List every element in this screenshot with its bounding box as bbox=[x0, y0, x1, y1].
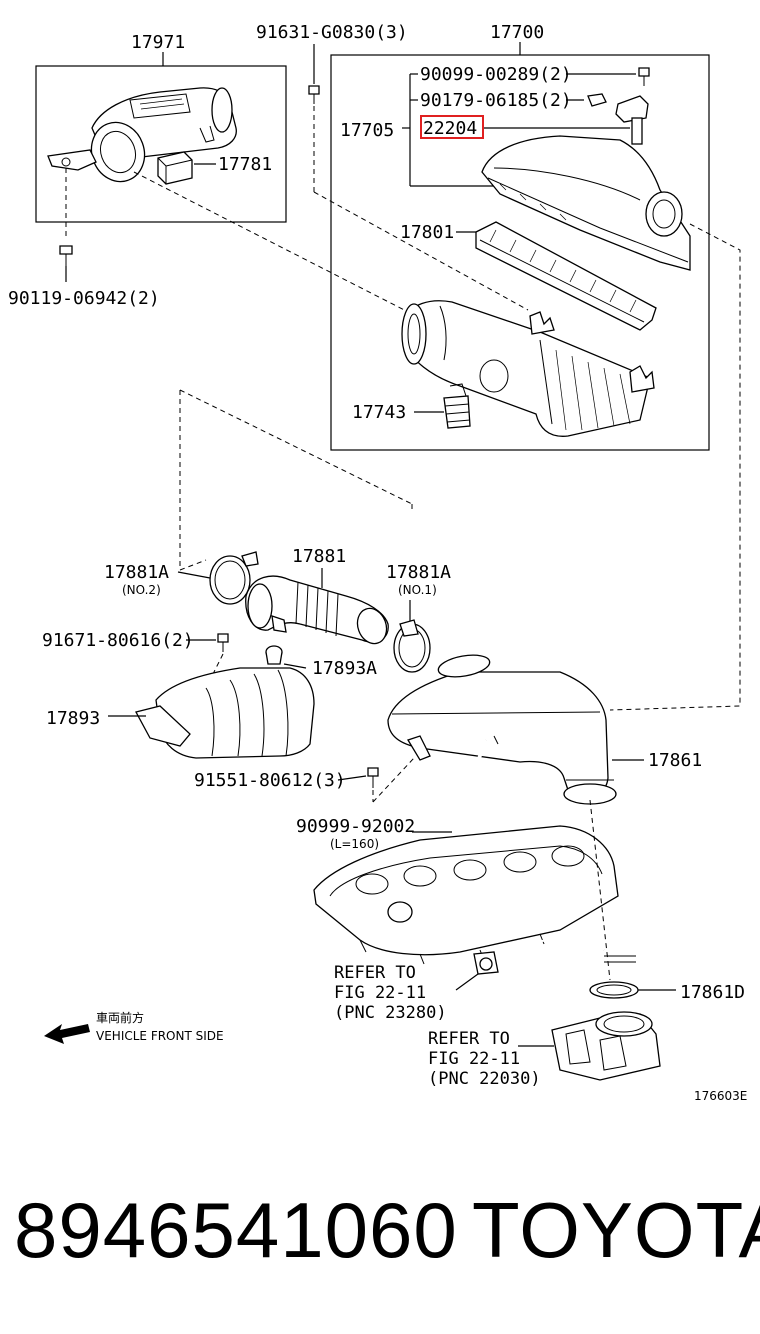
label-17801[interactable]: 17801 bbox=[400, 222, 454, 243]
label-17881[interactable]: 17881 bbox=[292, 546, 346, 567]
ventilation-hose-90999[interactable] bbox=[450, 739, 488, 851]
screw-90099-00289[interactable] bbox=[638, 67, 650, 86]
ref1-line2[interactable]: FIG 22-11 bbox=[334, 983, 426, 1003]
label-90099-00289[interactable]: 90099-00289(2) bbox=[420, 64, 572, 85]
air-cleaner-case[interactable] bbox=[401, 300, 655, 437]
label-17881A-no1[interactable]: 17881A bbox=[386, 562, 451, 583]
label-17893[interactable]: 17893 bbox=[46, 708, 100, 729]
label-17881A-no2-sub: (NO.2) bbox=[122, 583, 161, 597]
drain-hose-17743[interactable] bbox=[443, 383, 471, 429]
diagram-id: 176603E bbox=[694, 1089, 747, 1103]
air-cleaner-cap[interactable] bbox=[481, 135, 691, 271]
label-90999[interactable]: 90999-92002 bbox=[296, 816, 415, 837]
ref2-line3[interactable]: (PNC 22030) bbox=[428, 1069, 541, 1089]
air-inlet-duct-17971[interactable] bbox=[47, 87, 237, 189]
hose-clamp-17881A-no1[interactable] bbox=[393, 619, 431, 673]
vehicle-front-arrow-icon bbox=[44, 1024, 90, 1044]
resonator-17893[interactable] bbox=[135, 667, 315, 759]
ref2-line2[interactable]: FIG 22-11 bbox=[428, 1049, 520, 1069]
highlight-22204 bbox=[420, 115, 484, 139]
front-label-en: VEHICLE FRONT SIDE bbox=[96, 1029, 224, 1043]
label-91631[interactable]: 91631-G0830(3) bbox=[256, 22, 408, 43]
part-number: 8946541060 bbox=[14, 1186, 458, 1274]
footer: 8946541060 TOYOTA bbox=[0, 1185, 760, 1295]
hose-clamp-17881A-no2[interactable] bbox=[209, 551, 259, 605]
label-90119[interactable]: 90119-06942(2) bbox=[8, 288, 160, 309]
ref1-line3[interactable]: (PNC 23280) bbox=[334, 1003, 447, 1023]
nut-90179[interactable] bbox=[587, 93, 607, 107]
bolt-91671[interactable] bbox=[217, 633, 229, 652]
label-17861D[interactable]: 17861D bbox=[680, 982, 745, 1003]
label-17971[interactable]: 17971 bbox=[131, 32, 185, 53]
parts-diagram: 17971 17781 90119-06942(2) 91631-G0830(3… bbox=[8, 22, 747, 1103]
filter-element-17801[interactable] bbox=[475, 221, 657, 331]
ref1-line1[interactable]: REFER TO bbox=[334, 963, 416, 983]
front-label-jp: 車両前方 bbox=[96, 1010, 144, 1025]
label-22204[interactable]: 22204 bbox=[423, 118, 477, 139]
label-17893A[interactable]: 17893A bbox=[312, 658, 377, 679]
label-17700[interactable]: 17700 bbox=[490, 22, 544, 43]
label-91551[interactable]: 91551-80612(3) bbox=[194, 770, 346, 791]
brand-name: TOYOTA bbox=[472, 1186, 760, 1274]
label-17881A-no1-sub: (NO.1) bbox=[398, 583, 437, 597]
ref2-line1[interactable]: REFER TO bbox=[428, 1029, 510, 1049]
intake-air-hose-17881[interactable] bbox=[245, 575, 392, 648]
label-90179[interactable]: 90179-06185(2) bbox=[420, 90, 572, 111]
cylinder-head-cover[interactable] bbox=[313, 825, 619, 965]
grommet-17893A[interactable] bbox=[265, 645, 283, 665]
bolt-90119[interactable] bbox=[59, 245, 73, 266]
label-17861[interactable]: 17861 bbox=[648, 750, 702, 771]
foam-pad-17781[interactable] bbox=[157, 151, 193, 185]
air-duct-17861[interactable] bbox=[387, 652, 617, 805]
bolt-91551[interactable] bbox=[367, 767, 379, 788]
vsv-pipe-assembly[interactable] bbox=[473, 932, 636, 975]
screw-91631[interactable] bbox=[308, 85, 320, 104]
label-90999-sub: (L=160) bbox=[330, 837, 379, 851]
air-flow-meter-22204[interactable] bbox=[615, 95, 649, 145]
gasket-17861D[interactable] bbox=[589, 981, 639, 999]
label-17705[interactable]: 17705 bbox=[340, 120, 394, 141]
label-17743[interactable]: 17743 bbox=[352, 402, 406, 423]
throttle-body[interactable] bbox=[551, 1011, 661, 1081]
label-17881A-no2[interactable]: 17881A bbox=[104, 562, 169, 583]
group-box-17971 bbox=[35, 65, 287, 223]
label-17781[interactable]: 17781 bbox=[218, 154, 272, 175]
label-91671[interactable]: 91671-80616(2) bbox=[42, 630, 194, 651]
